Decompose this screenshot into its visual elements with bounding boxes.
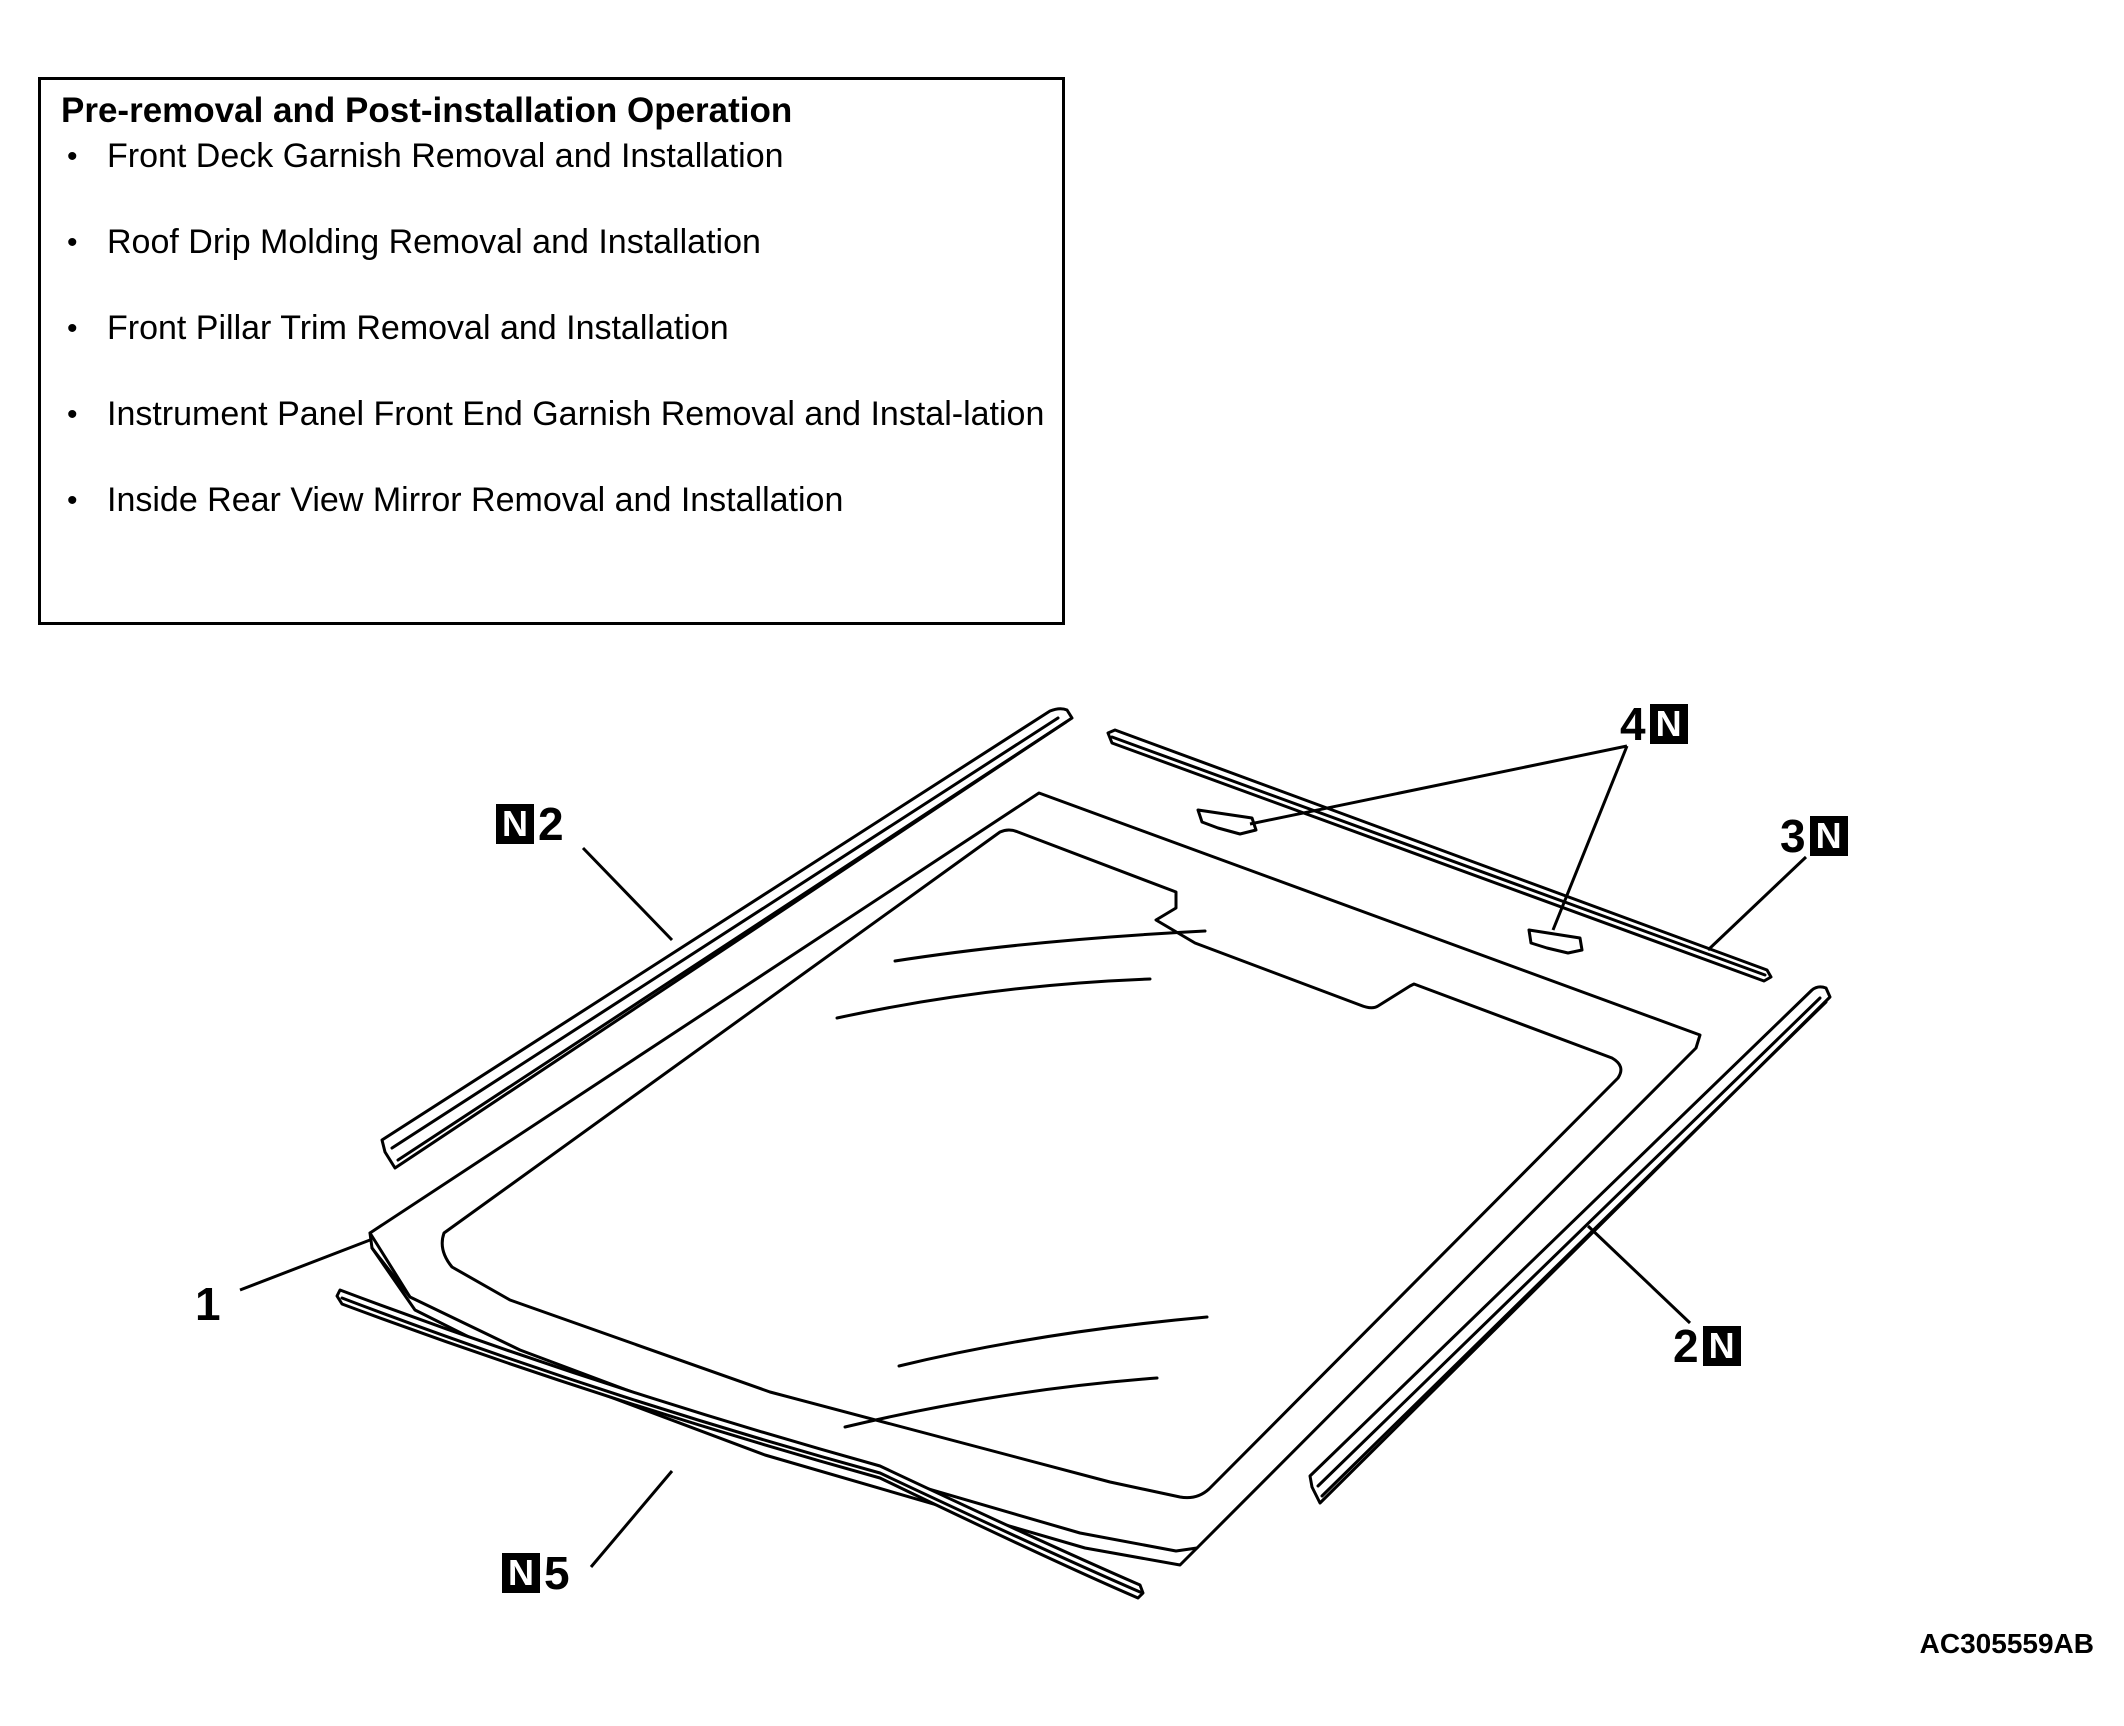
new-part-badge: N <box>1649 704 1688 744</box>
operation-box-title: Pre-removal and Post-installation Operat… <box>61 91 793 130</box>
molding-left-inner <box>390 716 1068 1162</box>
new-part-badge: N <box>1702 1326 1741 1366</box>
operation-item: •Roof Drip Molding Removal and Installat… <box>67 223 761 261</box>
wiper-line <box>897 1315 1209 1368</box>
callout-windshield: 1 <box>195 1278 221 1330</box>
operation-item: •Inside Rear View Mirror Removal and Ins… <box>67 481 844 519</box>
windshield-glass-lower-edge <box>370 1246 1199 1567</box>
bullet: • <box>67 312 78 345</box>
wiper-line <box>835 977 1152 1020</box>
pre-removal-operation-box: Pre-removal and Post-installation Operat… <box>38 77 1065 625</box>
leader-line <box>1586 1224 1692 1325</box>
leader-line <box>239 1238 371 1292</box>
wiper-line <box>893 929 1207 963</box>
bullet: • <box>67 140 78 173</box>
operation-item: •Instrument Panel Front End Garnish Remo… <box>67 395 1045 433</box>
operation-list: •Front Deck Garnish Removal and Installa… <box>61 136 1044 521</box>
wiper-line <box>843 1376 1159 1429</box>
windshield-print-border <box>440 828 1623 1500</box>
molding-left <box>380 707 1074 1170</box>
new-part-badge: N <box>1809 816 1848 856</box>
fastener-clip <box>1196 808 1258 836</box>
leader-line <box>1706 855 1808 952</box>
leader-line <box>581 846 674 942</box>
bullet: • <box>67 226 78 259</box>
windshield-glass-outline <box>368 791 1702 1553</box>
leader-lines <box>239 744 1808 1568</box>
bullet: • <box>67 398 78 431</box>
new-part-badge: N <box>496 804 534 844</box>
fastener-clip <box>1527 928 1584 955</box>
new-part-badge: N <box>502 1553 540 1593</box>
figure-id: AC305559AB <box>1919 1628 2094 1659</box>
leader-line <box>589 1470 674 1568</box>
molding-right-inner <box>1316 996 1828 1498</box>
bullet: • <box>67 484 78 517</box>
molding-lower-inner <box>340 1296 1142 1594</box>
operation-item: •Front Deck Garnish Removal and Installa… <box>67 137 784 175</box>
leader-line <box>1249 744 1628 826</box>
molding-upper-inner <box>1110 735 1767 977</box>
leader-line <box>1551 745 1629 931</box>
operation-item: •Front Pillar Trim Removal and Installat… <box>67 309 729 347</box>
